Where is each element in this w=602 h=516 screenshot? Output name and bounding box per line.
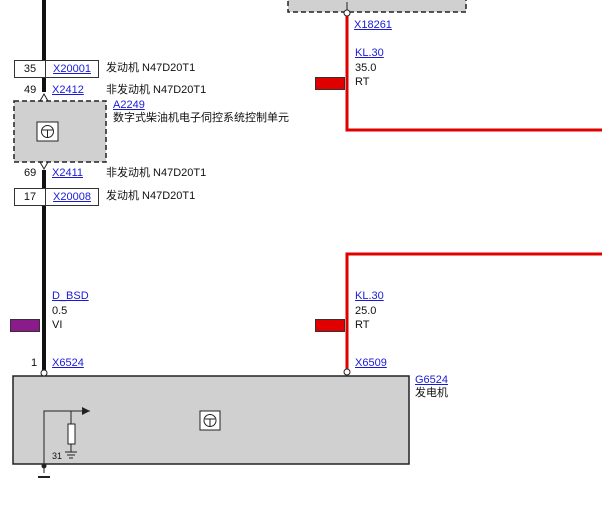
kl30-top-size: 35.0: [355, 62, 377, 74]
ground-label: 31: [52, 451, 63, 461]
kl30-top-color: RT: [355, 76, 370, 88]
dbsd-size: 0.5: [52, 305, 68, 317]
pin-69: 69: [24, 167, 37, 179]
connector-x18261[interactable]: X18261: [354, 19, 392, 31]
kl30-bottom-size: 25.0: [355, 305, 377, 317]
connector-x2411[interactable]: X2411: [52, 167, 83, 179]
kl30-bottom-swatch: [315, 319, 345, 332]
x6524-pin: [40, 369, 48, 377]
kl30-bottom-color: RT: [355, 319, 370, 331]
kl30-top-name[interactable]: KL.30: [355, 47, 384, 59]
internal-circuit: [43, 410, 90, 464]
connector-x20001-box[interactable]: X20001: [45, 60, 99, 78]
generator-id-link[interactable]: G6524: [415, 374, 449, 386]
x2411-desc: 非发动机 N47D20T1: [106, 167, 207, 179]
x2412-desc: 非发动机 N47D20T1: [106, 84, 207, 96]
kl30-bottom-name[interactable]: KL.30: [355, 290, 384, 302]
ground-pin: [41, 463, 47, 469]
x6509-pin: [343, 368, 351, 376]
connector-x20001[interactable]: X20001: [53, 63, 91, 75]
connector-x2412[interactable]: X2412: [52, 84, 84, 96]
connector-x20008-box[interactable]: X20008: [45, 188, 99, 206]
ecu-id-link[interactable]: A2249: [113, 99, 145, 111]
ecu-name: 数字式柴油机电子伺控系统控制单元: [113, 112, 289, 124]
dbsd-color: VI: [52, 319, 63, 331]
x20001-desc: 发动机 N47D20T1: [106, 62, 196, 74]
pin-1: 1: [31, 357, 38, 369]
x20008-desc: 发动机 N47D20T1: [106, 190, 196, 202]
connector-x6509[interactable]: X6509: [355, 357, 387, 369]
top-component-box: [287, 0, 467, 13]
kl30-bottom-wire: [345, 252, 602, 370]
connector-x6524[interactable]: X6524: [52, 357, 84, 369]
pin-17-box: 17: [14, 188, 46, 206]
x18261-pin: [343, 9, 351, 17]
generator-name: 发电机: [415, 387, 448, 399]
pin-35-box: 35: [14, 60, 46, 78]
kl30-top-wire: [345, 12, 602, 132]
kl30-top-swatch: [315, 77, 345, 90]
pin-49: 49: [24, 84, 37, 96]
connector-x20008[interactable]: X20008: [53, 191, 91, 203]
dbsd-name[interactable]: D_BSD: [52, 290, 89, 302]
ecu-box: [13, 100, 107, 163]
dbsd-swatch: [10, 319, 40, 332]
